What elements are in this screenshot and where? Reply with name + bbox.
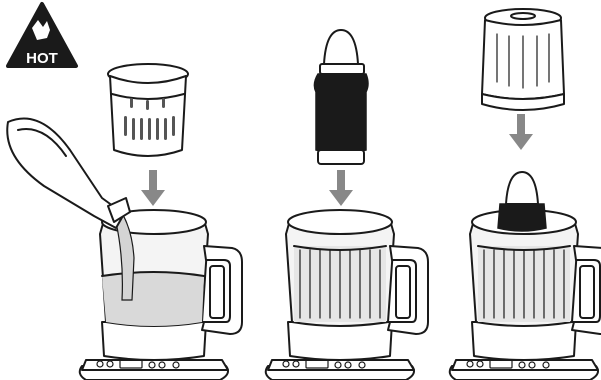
down-arrow-icon [329,170,353,206]
tea-infuser-icon [107,63,189,157]
kettle-icon [78,209,243,380]
hot-warning-sign: HOT [6,2,78,68]
down-arrow-icon [141,170,165,206]
step-1-pour-water [6,63,243,380]
kettle-icon [448,171,601,380]
step-2-insert-bottle [264,29,429,380]
lid-cap-icon [481,8,565,111]
hot-label: HOT [26,50,58,67]
kettle-icon [264,209,429,380]
baby-bottle-icon [313,29,369,165]
down-arrow-icon [509,114,533,150]
step-3-cover-with-lid [448,8,601,380]
water-bottle-icon [6,117,131,229]
